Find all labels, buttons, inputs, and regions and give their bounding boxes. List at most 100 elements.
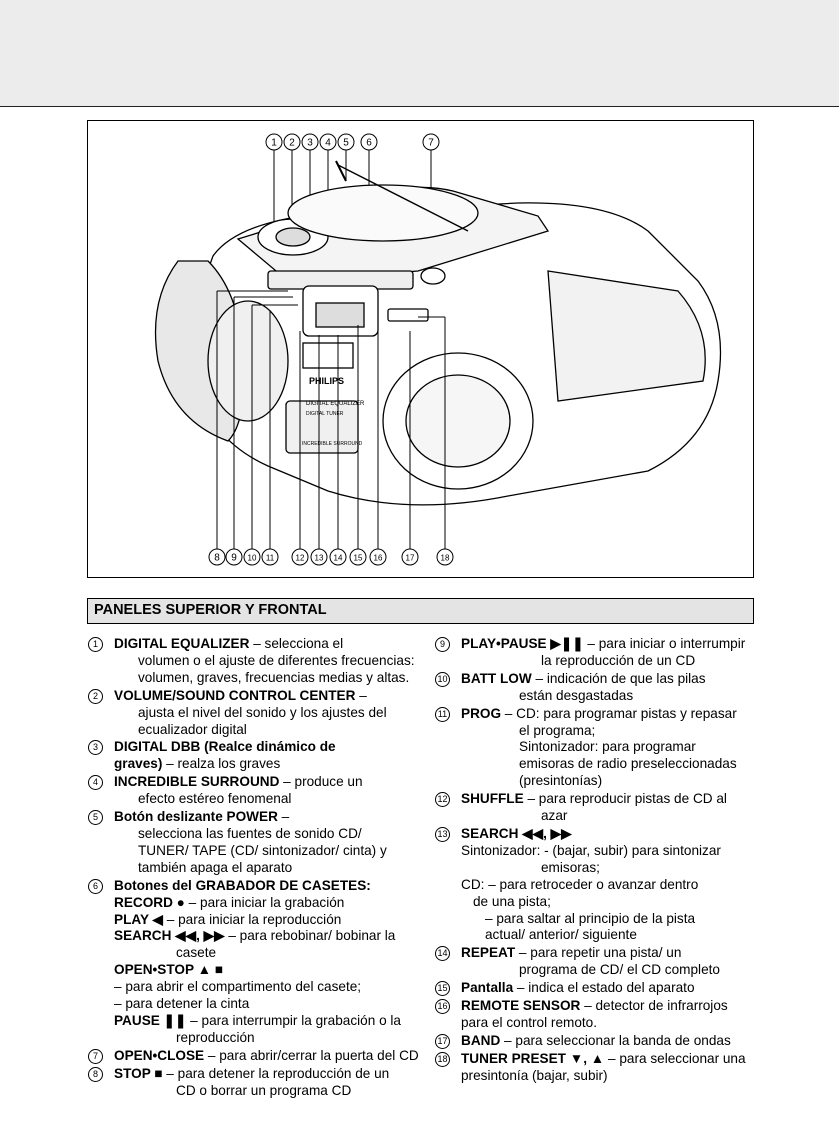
top-callout-number-3: 3 — [307, 138, 313, 149]
control-name: PLAY ◀ — [114, 911, 163, 927]
control-name: PLAY•PAUSE ▶❚❚ — [461, 636, 584, 651]
control-name: INCREDIBLE SURROUND — [114, 774, 280, 790]
description-line: presintonía (bajar, subir) — [461, 1068, 765, 1085]
bottom-callout-number-10: 10 — [248, 554, 257, 563]
description-item-11: 11 PROG – CD: para programar pistas y rep… — [435, 706, 765, 791]
control-description: emisoras de radio preseleccionadas — [519, 756, 737, 772]
bottom-callout-number-14: 14 — [334, 554, 343, 563]
control-description: volumen o el ajuste de diferentes frecue… — [138, 652, 415, 668]
description-line: PROG – CD: para programar pistas y repas… — [461, 706, 765, 723]
description-item-9: 9 PLAY•PAUSE ▶❚❚ – para iniciar o interru… — [435, 636, 765, 670]
control-name: Botones del GRABADOR DE CASETES: — [114, 877, 371, 893]
description-line: REPEAT – para repetir una pista/ un — [461, 945, 765, 962]
control-name: BAND — [461, 1032, 501, 1048]
description-line: PLAY ◀ – para iniciar la reproducción — [114, 912, 413, 929]
bottom-callout-number-9: 9 — [231, 553, 237, 564]
description-line: SEARCH ◀◀, ▶▶ — [461, 826, 765, 843]
control-description: – indica el estado del aparato — [513, 980, 695, 996]
bottom-callout-number-16: 16 — [374, 554, 383, 563]
control-description: el programa; — [519, 722, 596, 738]
description-line: ajusta el nivel del sonido y los ajustes… — [114, 705, 413, 722]
description-line: – para detener la cinta — [114, 996, 413, 1013]
description-line: INCREDIBLE SURROUND – produce un — [114, 774, 413, 791]
control-description: programa de CD/ el CD completo — [519, 962, 720, 978]
description-line: casete — [114, 945, 413, 962]
item-number-badge: 13 — [435, 826, 450, 842]
description-line: emisoras de radio preseleccionadas — [461, 756, 765, 773]
control-name: SHUFFLE — [461, 791, 524, 807]
bottom-callout-number-15: 15 — [354, 554, 363, 563]
control-description: – para abrir/cerrar la puerta del CD — [204, 1047, 419, 1063]
description-line: Sintonizador: - (bajar, subir) para sint… — [461, 843, 765, 860]
control-description: – para iniciar la grabación — [184, 894, 345, 910]
control-name: SEARCH ◀◀, ▶▶ — [461, 825, 572, 841]
control-description: para el control remoto. — [461, 1014, 598, 1030]
description-line: Botones del GRABADOR DE CASETES: — [114, 878, 413, 895]
item-number-badge: 11 — [435, 706, 450, 722]
description-line: BAND – para seleccionar la banda de onda… — [461, 1033, 765, 1050]
item-number-badge: 9 — [435, 637, 450, 652]
description-line: DIGITAL DBB (Realce dinámico de — [114, 739, 413, 756]
control-description: – para iniciar la reproducción — [163, 911, 342, 927]
control-description: efecto estéreo fenomenal — [138, 791, 292, 807]
control-description: – para seleccionar una — [604, 1050, 746, 1066]
description-line: CD o borrar un programa CD — [114, 1083, 413, 1100]
description-line: actual/ anterior/ siguiente — [461, 927, 765, 944]
control-description: – para rebobinar/ bobinar la — [224, 928, 396, 944]
control-description: presintonía (bajar, subir) — [461, 1067, 608, 1083]
description-line: CD: – para retroceder o avanzar dentro — [461, 877, 765, 894]
control-description: – para iniciar o interrumpir — [583, 636, 746, 651]
item-number-badge: 15 — [435, 981, 450, 997]
bottom-callout-number-8: 8 — [214, 553, 220, 564]
top-callout-number-2: 2 — [289, 138, 295, 149]
control-description: – selecciona el — [249, 636, 344, 651]
control-description: azar — [541, 808, 568, 824]
control-name: Botón deslizante POWER — [114, 809, 278, 825]
control-description: – realza los graves — [162, 756, 281, 772]
description-line: REMOTE SENSOR – detector de infrarrojos — [461, 998, 765, 1015]
bottom-callout-number-17: 17 — [406, 554, 415, 563]
description-line: Sintonizador: para programar — [461, 739, 765, 756]
control-description: están desgastadas — [519, 687, 634, 703]
control-description: ajusta el nivel del sonido y los ajustes… — [138, 704, 387, 720]
control-description: – para abrir el compartimento del casete… — [114, 979, 362, 995]
control-name: DIGITAL DBB (Realce dinámico de — [114, 739, 336, 755]
item-number-badge: 6 — [88, 878, 103, 894]
control-description: – para repetir una pista/ un — [515, 945, 682, 961]
control-description: – para seleccionar la banda de ondas — [500, 1032, 731, 1048]
description-line: efecto estéreo fenomenal — [114, 791, 413, 808]
control-description: selecciona las fuentes de sonido CD/ — [138, 825, 362, 841]
description-line: TUNER/ TAPE (CD/ sintonizador/ cinta) y — [114, 843, 413, 860]
top-callout-number-7: 7 — [428, 138, 434, 149]
control-name: PROG — [461, 705, 502, 721]
description-line: Pantalla – indica el estado del aparato — [461, 980, 765, 997]
control-description: CD o borrar un programa CD — [176, 1082, 352, 1098]
control-name: STOP ■ — [114, 1065, 163, 1081]
description-line: selecciona las fuentes de sonido CD/ — [114, 826, 413, 843]
control-description: actual/ anterior/ siguiente — [485, 927, 637, 943]
description-line: DIGITAL EQUALIZER – selecciona el — [114, 636, 413, 653]
description-line: graves) – realza los graves — [114, 756, 413, 773]
item-number-badge: 2 — [88, 688, 103, 704]
item-number-badge: 3 — [88, 740, 103, 756]
control-name: REMOTE SENSOR — [461, 998, 581, 1014]
description-line: SEARCH ◀◀, ▶▶ – para rebobinar/ bobinar … — [114, 928, 413, 945]
control-name: OPEN•STOP ▲ ■ — [114, 962, 224, 978]
control-description: – detector de infrarrojos — [580, 998, 728, 1014]
description-line: – para saltar al principio de la pista — [461, 911, 765, 928]
description-line: SHUFFLE – para reproducir pistas de CD a… — [461, 791, 765, 808]
control-description: – para detener la cinta — [114, 996, 250, 1012]
bottom-callout-number-11: 11 — [266, 554, 275, 563]
bottom-callout-number-12: 12 — [296, 554, 305, 563]
description-line: PAUSE ❚❚ – para interrumpir la grabación… — [114, 1013, 413, 1030]
description-line: ecualizador digital — [114, 722, 413, 739]
